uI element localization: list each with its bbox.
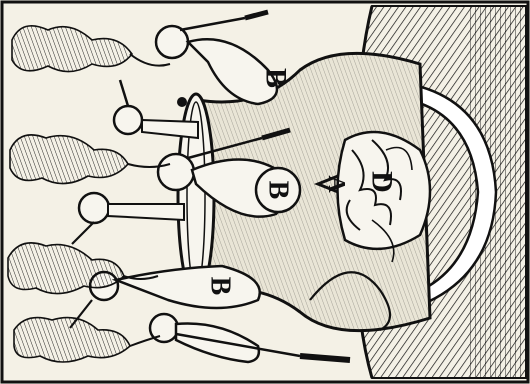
label-b-right: B (260, 68, 293, 88)
label-d: D (366, 171, 399, 193)
svg-text:D: D (366, 171, 399, 193)
label-a: A (323, 175, 349, 193)
svg-text:B: B (205, 277, 236, 296)
label-b-left: B (205, 277, 236, 296)
svg-text:B: B (263, 181, 294, 200)
svg-text:A: A (323, 175, 349, 193)
svg-text:B: B (260, 68, 293, 88)
label-b-center: B (263, 181, 294, 200)
